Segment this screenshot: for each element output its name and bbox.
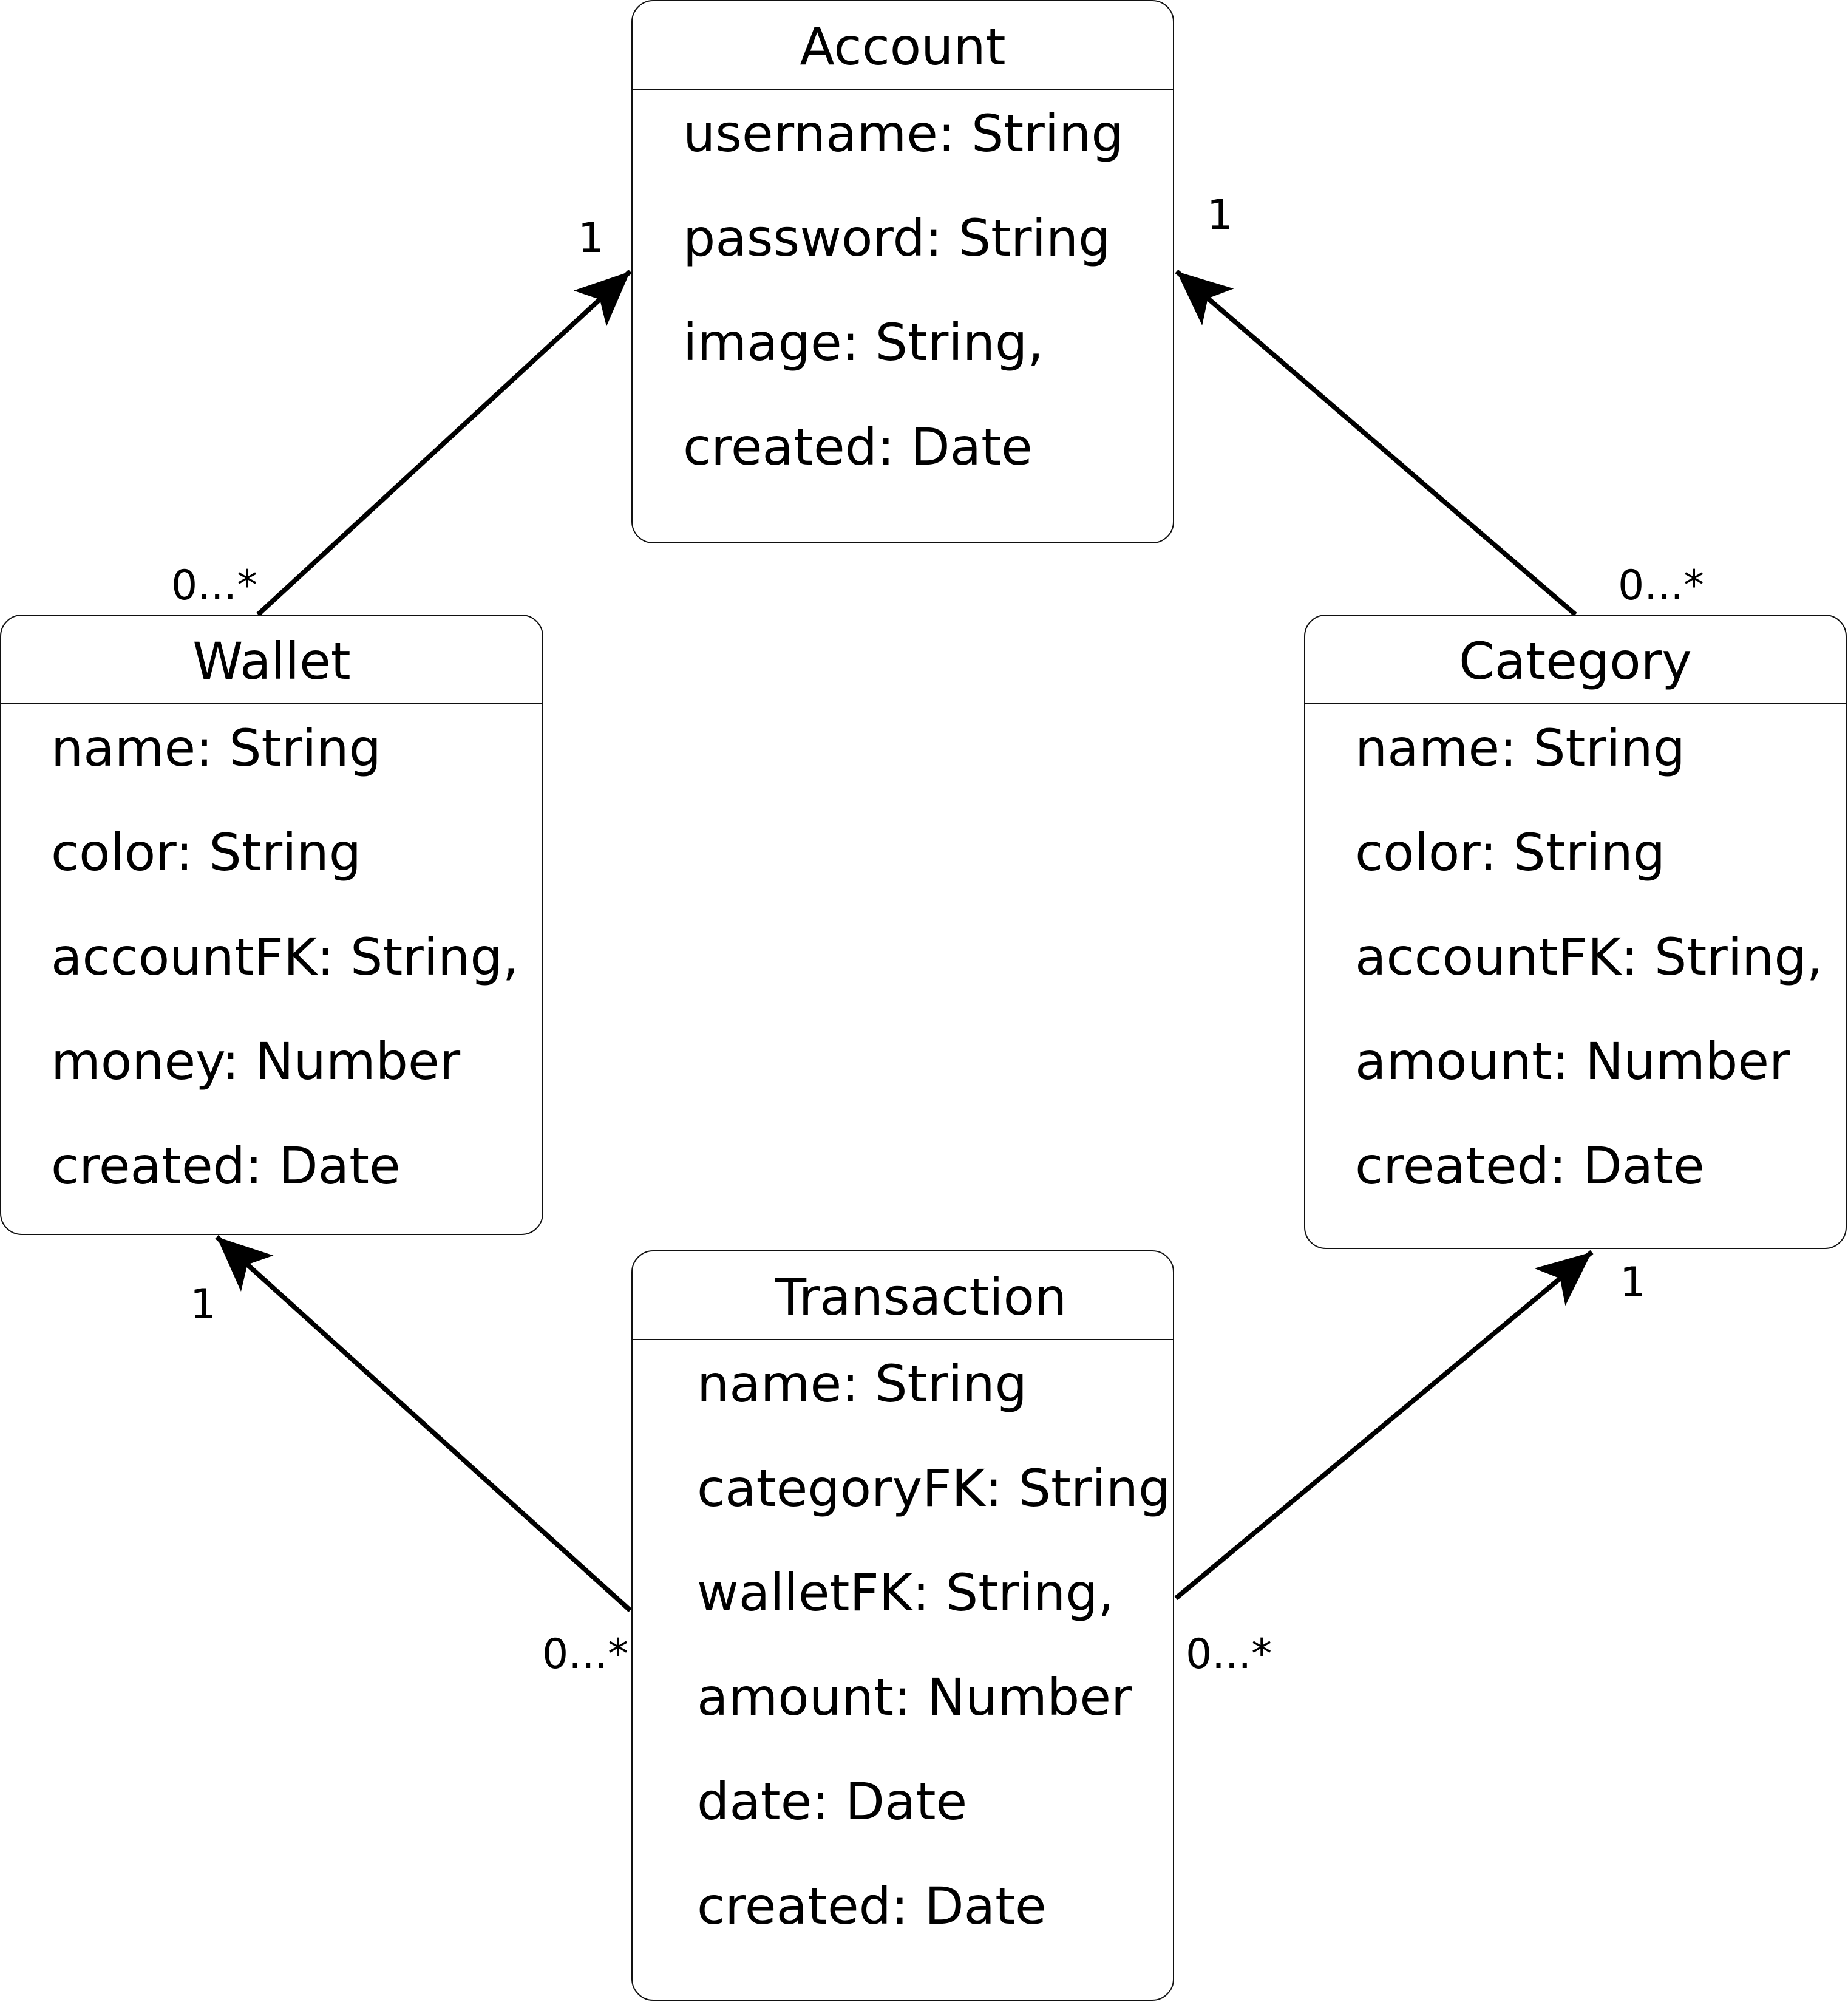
multiplicity-transaction-category-source: 0...* <box>1186 1630 1272 1678</box>
multiplicity-category-account-target: 1 <box>1207 191 1234 239</box>
attribute-wallet-money: money: Number <box>51 1032 461 1091</box>
class-name-wallet: Wallet <box>1 616 542 704</box>
multiplicity-category-account-source: 0...* <box>1618 562 1705 610</box>
attribute-wallet-color: color: String <box>51 823 362 882</box>
multiplicity-wallet-account-target: 1 <box>578 214 605 262</box>
class-name-category: Category <box>1305 616 1846 704</box>
multiplicity-transaction-wallet-target: 1 <box>190 1281 217 1329</box>
class-box-account: Account username: String password: Strin… <box>631 0 1174 543</box>
attribute-transaction-amount: amount: Number <box>697 1667 1132 1727</box>
class-name-account: Account <box>633 1 1173 90</box>
attribute-transaction-date: date: Date <box>697 1772 968 1831</box>
class-box-category: Category name: String color: String acco… <box>1304 615 1847 1249</box>
attribute-wallet-created: created: Date <box>51 1136 401 1196</box>
attribute-wallet-accountfk: accountFK: String, <box>51 927 519 987</box>
class-box-wallet: Wallet name: String color: String accoun… <box>0 615 543 1235</box>
attribute-transaction-categoryfk: categoryFK: String <box>697 1459 1171 1518</box>
attribute-category-color: color: String <box>1355 823 1666 882</box>
attribute-category-accountfk: accountFK: String, <box>1355 927 1823 987</box>
attribute-transaction-walletfk: walletFK: String, <box>697 1563 1115 1622</box>
arrow-transaction-to-category <box>1174 1250 1594 1601</box>
attribute-wallet-name: name: String <box>51 718 381 778</box>
attribute-account-image: image: String, <box>683 313 1044 372</box>
multiplicity-transaction-category-target: 1 <box>1620 1259 1646 1307</box>
attribute-category-name: name: String <box>1355 718 1685 778</box>
attribute-transaction-created: created: Date <box>697 1876 1047 1936</box>
attribute-transaction-name: name: String <box>697 1354 1027 1414</box>
attribute-account-created: created: Date <box>683 417 1033 477</box>
attribute-account-username: username: String <box>683 104 1124 163</box>
arrow-wallet-to-account <box>256 270 632 616</box>
class-box-transaction: Transaction name: String categoryFK: Str… <box>631 1250 1174 2001</box>
multiplicity-wallet-account-source: 0...* <box>171 562 258 610</box>
multiplicity-transaction-wallet-source: 0...* <box>542 1630 629 1678</box>
arrow-category-to-account <box>1175 269 1577 617</box>
attribute-account-password: password: String <box>683 208 1111 268</box>
arrow-transaction-to-wallet <box>215 1235 632 1612</box>
class-name-transaction: Transaction <box>633 1251 1173 1340</box>
attribute-category-amount: amount: Number <box>1355 1032 1790 1091</box>
attribute-category-created: created: Date <box>1355 1136 1705 1196</box>
